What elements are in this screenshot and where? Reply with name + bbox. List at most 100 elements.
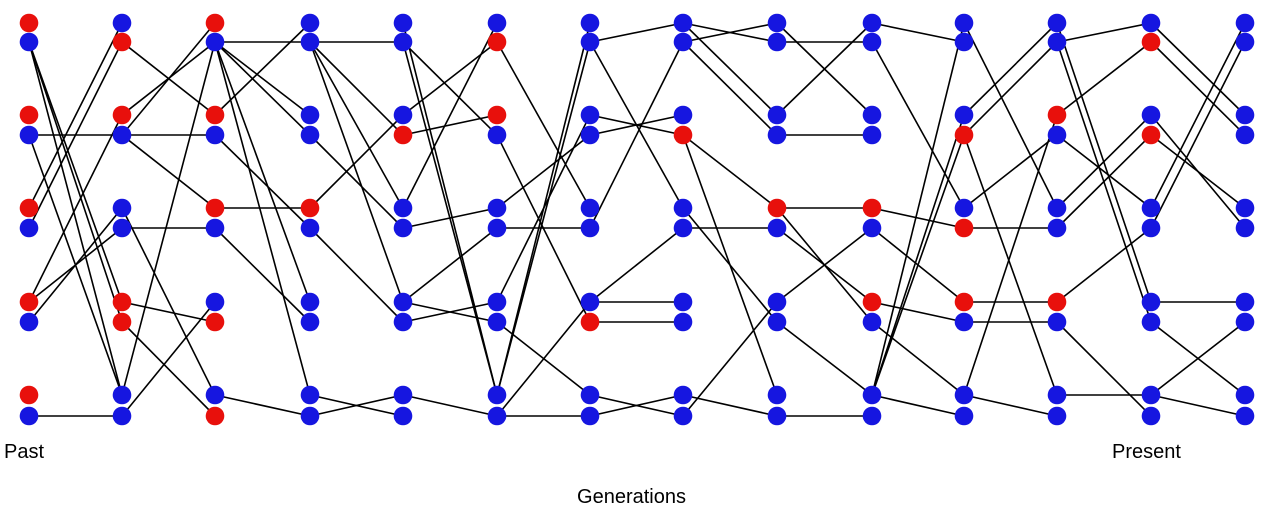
blue-individual-node [1141, 13, 1161, 33]
lineage-edge [309, 394, 404, 417]
blue-individual-node [487, 385, 507, 405]
lineage-edge [682, 301, 778, 417]
blue-individual-node [954, 385, 974, 405]
blue-individual-node [767, 312, 787, 332]
lineage-edge [1056, 41, 1152, 116]
red-individual-node [862, 292, 882, 312]
blue-individual-node [1235, 292, 1255, 312]
blue-individual-node [300, 385, 320, 405]
lineage-edge [963, 114, 1058, 396]
blue-individual-node [19, 32, 39, 52]
blue-individual-node [393, 312, 413, 332]
blue-individual-node [862, 406, 882, 426]
blue-individual-node [300, 125, 320, 145]
blue-individual-node [767, 13, 787, 33]
blue-individual-node [580, 32, 600, 52]
blue-individual-node [112, 198, 132, 218]
blue-individual-node [19, 312, 39, 332]
red-individual-node [487, 105, 507, 125]
lineage-edge [121, 207, 216, 396]
lineage-edge [871, 227, 965, 303]
red-individual-node [19, 385, 39, 405]
lineage-edge [682, 394, 778, 417]
lineage-edge [309, 41, 404, 303]
lineage-edge [121, 321, 216, 417]
red-individual-node [19, 13, 39, 33]
lineage-edge [214, 41, 311, 396]
red-individual-node [580, 312, 600, 332]
blue-individual-node [1141, 312, 1161, 332]
lineage-edge [402, 22, 498, 209]
lineage-edge [1150, 114, 1246, 229]
x-axis-label: Generations [577, 486, 686, 508]
lineage-edge [496, 134, 591, 323]
blue-individual-node [862, 13, 882, 33]
lineage-edge [871, 114, 965, 396]
lineage-edge [589, 41, 684, 229]
blue-individual-node [300, 218, 320, 238]
lineage-edge [589, 227, 684, 303]
lineage-edge [214, 22, 311, 116]
lineage-edge [402, 394, 498, 417]
blue-individual-node [205, 32, 225, 52]
red-individual-node [205, 312, 225, 332]
blue-individual-node [393, 105, 413, 125]
blue-individual-node [954, 13, 974, 33]
lineage-edge [214, 41, 311, 303]
lineage-edge [1150, 41, 1246, 136]
red-individual-node [205, 198, 225, 218]
blue-individual-node [580, 198, 600, 218]
lineage-edge [309, 41, 404, 136]
lineage-edge [121, 134, 216, 209]
blue-individual-node [673, 32, 693, 52]
lineage-edge [28, 41, 123, 323]
blue-individual-node [300, 312, 320, 332]
blue-individual-node [487, 198, 507, 218]
blue-individual-node [673, 312, 693, 332]
blue-individual-node [393, 292, 413, 312]
red-individual-node [1141, 32, 1161, 52]
red-individual-node [767, 198, 787, 218]
lineage-edge [871, 22, 965, 43]
lineage-edge [682, 41, 778, 136]
lineage-edge [402, 301, 498, 323]
blue-individual-node [1141, 218, 1161, 238]
blue-individual-node [767, 32, 787, 52]
blue-individual-node [673, 105, 693, 125]
blue-individual-node [393, 198, 413, 218]
blue-individual-node [112, 385, 132, 405]
lineage-edge [963, 22, 1058, 116]
blue-individual-node [393, 385, 413, 405]
lineage-edge [402, 114, 498, 136]
lineage-edge [963, 41, 1058, 136]
blue-individual-node [1235, 385, 1255, 405]
lineage-edge [1056, 22, 1152, 303]
lineage-edge [402, 41, 498, 136]
blue-individual-node [1047, 125, 1067, 145]
blue-individual-node [954, 406, 974, 426]
blue-individual-node [673, 13, 693, 33]
lineage-edge [682, 134, 778, 209]
past-label: Past [4, 441, 45, 463]
blue-individual-node [767, 218, 787, 238]
lineage-edge [214, 41, 311, 136]
blue-individual-node [1141, 198, 1161, 218]
blue-individual-node [1047, 32, 1067, 52]
blue-individual-node [767, 385, 787, 405]
blue-individual-node [205, 385, 225, 405]
blue-individual-node [393, 13, 413, 33]
lineage-edge [121, 301, 216, 417]
blue-individual-node [393, 32, 413, 52]
red-individual-node [393, 125, 413, 145]
lineage-edge [776, 321, 873, 396]
blue-individual-node [205, 125, 225, 145]
lineage-edge [496, 134, 591, 209]
red-individual-node [954, 292, 974, 312]
blue-individual-node [580, 13, 600, 33]
blue-individual-node [112, 218, 132, 238]
blue-individual-node [767, 125, 787, 145]
blue-individual-node [1235, 13, 1255, 33]
blue-individual-node [19, 406, 39, 426]
blue-individual-node [580, 292, 600, 312]
